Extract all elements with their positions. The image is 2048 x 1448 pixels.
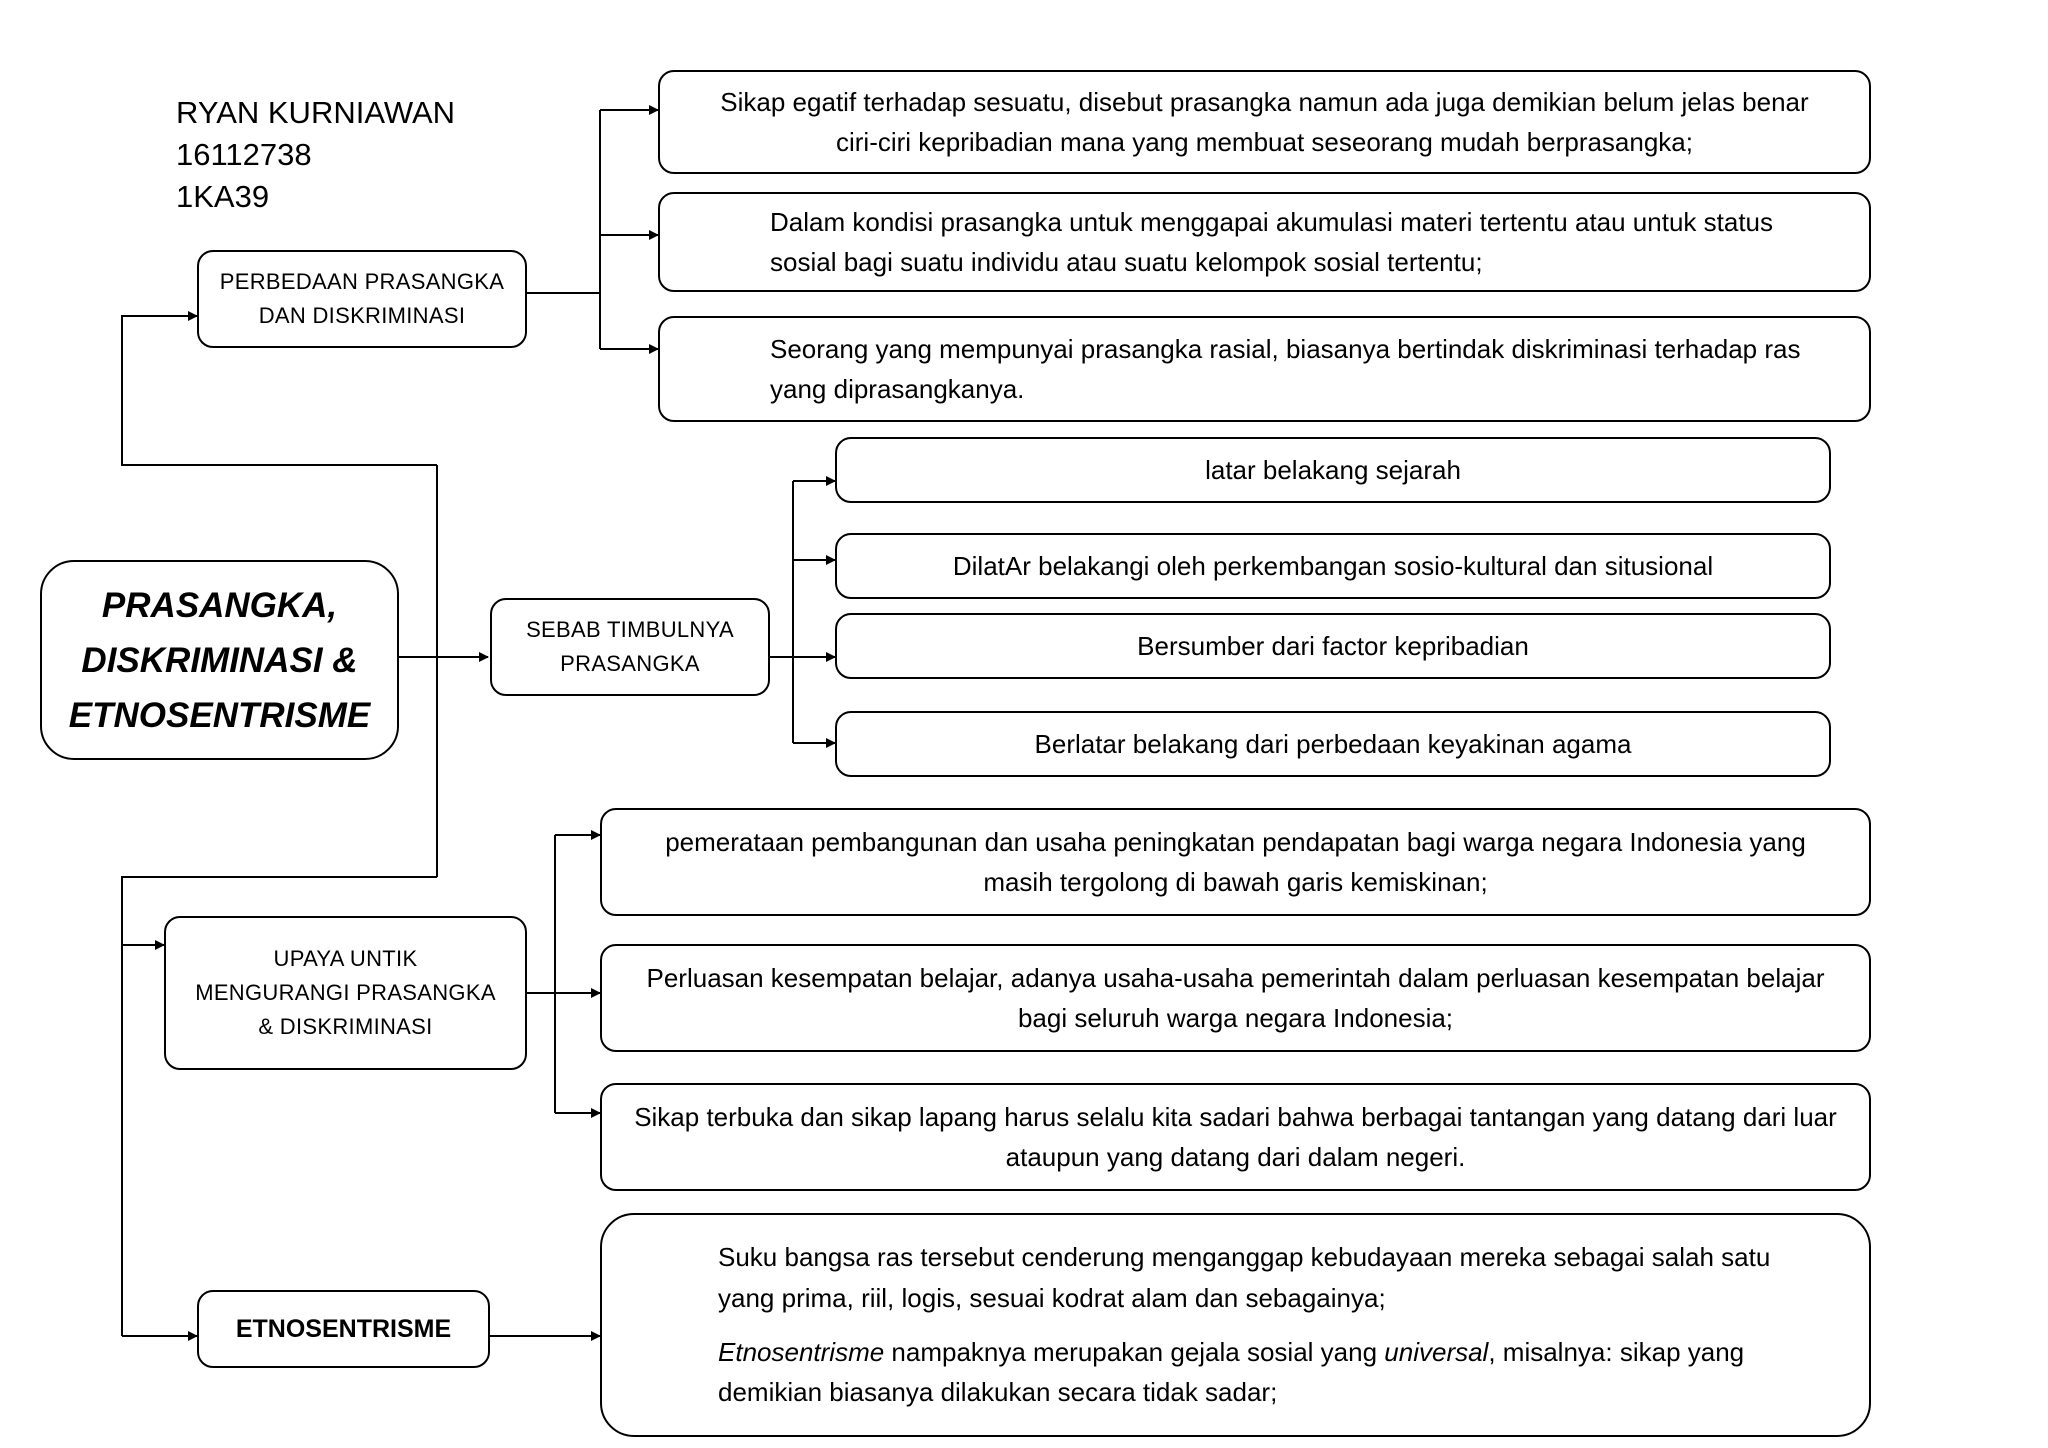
perbedaan-item-1-text: Sikap egatif terhadap sesuatu, disebut p… [720, 86, 1809, 157]
author-block: RYAN KURNIAWAN 16112738 1KA39 [176, 92, 455, 218]
main-topic-line1: PRASANGKA, [101, 585, 338, 625]
node-upaya-line2: MENGURANGI PRASANGKA [195, 979, 496, 1005]
node-perbedaan-line1: PERBEDAAN PRASANGKA [219, 268, 505, 294]
perbedaan-item-3: Seorang yang mempunyai prasangka rasial,… [658, 316, 1871, 422]
upaya-item-2-text: Perluasan kesempatan belajar, adanya usa… [646, 962, 1825, 1033]
etno-paragraph-2: Etnosentrisme nampaknya merupakan gejala… [718, 1332, 1819, 1413]
node-sebab-line2: PRASANGKA [560, 651, 700, 676]
perbedaan-item-3-text: Seorang yang mempunyai prasangka rasial,… [770, 333, 1801, 404]
upaya-item-1-text: pemerataan pembangunan dan usaha peningk… [665, 826, 1806, 897]
connector-down-left [121, 876, 437, 1336]
main-topic-box: PRASANGKA, DISKRIMINASI & ETNOSENTRISME [40, 560, 399, 760]
etno-text-1: nampaknya merupakan gejala sosial yang [884, 1337, 1385, 1367]
author-name: RYAN KURNIAWAN [176, 95, 456, 130]
sebab-item-3: Bersumber dari factor kepribadian [835, 613, 1831, 679]
node-sebab: SEBAB TIMBULNYA PRASANGKA [490, 598, 770, 696]
node-upaya-line3: & DISKRIMINASI [258, 1014, 433, 1040]
node-perbedaan-line2: DAN DISKRIMINASI [258, 303, 466, 328]
sebab-item-2-text: DilatAr belakangi oleh perkembangan sosi… [952, 550, 1714, 581]
perbedaan-item-2-text: Dalam kondisi prasangka untuk menggapai … [770, 206, 1774, 277]
node-sebab-line1: SEBAB TIMBULNYA [526, 616, 734, 642]
author-class: 1KA39 [176, 179, 270, 214]
upaya-item-3: Sikap terbuka dan sikap lapang harus sel… [600, 1083, 1871, 1191]
sebab-item-2: DilatAr belakangi oleh perkembangan sosi… [835, 533, 1831, 599]
sebab-item-4: Berlatar belakang dari perbedaan keyakin… [835, 711, 1831, 777]
author-npm: 16112738 [176, 137, 312, 172]
main-topic-line2: DISKRIMINASI & [81, 640, 358, 680]
node-etno-label: ETNOSENTRISME [235, 1314, 452, 1343]
node-upaya-line1: UPAYA UNTIK [273, 945, 418, 971]
main-topic-line3: ETNOSENTRISME [68, 695, 371, 735]
etno-italic-1: Etnosentrisme [718, 1337, 885, 1367]
sebab-item-4-text: Berlatar belakang dari perbedaan keyakin… [1034, 728, 1632, 759]
etno-item: Suku bangsa ras tersebut cenderung menga… [600, 1213, 1871, 1437]
perbedaan-item-1: Sikap egatif terhadap sesuatu, disebut p… [658, 70, 1871, 174]
upaya-item-1: pemerataan pembangunan dan usaha peningk… [600, 808, 1871, 916]
connector-to-perbedaan [121, 311, 437, 466]
sebab-item-3-text: Bersumber dari factor kepribadian [1137, 630, 1529, 661]
upaya-item-3-text: Sikap terbuka dan sikap lapang harus sel… [634, 1101, 1837, 1172]
etno-text-2: , misalnya: sikap yang demikian biasanya… [718, 1337, 1745, 1408]
node-upaya: UPAYA UNTIK MENGURANGI PRASANGKA & DISKR… [164, 916, 527, 1070]
etno-italic-2: universal [1384, 1337, 1489, 1367]
sebab-item-1: latar belakang sejarah [835, 437, 1831, 503]
perbedaan-item-2: Dalam kondisi prasangka untuk menggapai … [658, 192, 1871, 292]
node-perbedaan: PERBEDAAN PRASANGKA DAN DISKRIMINASI [197, 250, 527, 348]
upaya-item-2: Perluasan kesempatan belajar, adanya usa… [600, 944, 1871, 1052]
sebab-item-1-text: latar belakang sejarah [1205, 454, 1461, 485]
etno-paragraph-1: Suku bangsa ras tersebut cenderung menga… [718, 1242, 1771, 1313]
node-etno: ETNOSENTRISME [197, 1290, 490, 1368]
